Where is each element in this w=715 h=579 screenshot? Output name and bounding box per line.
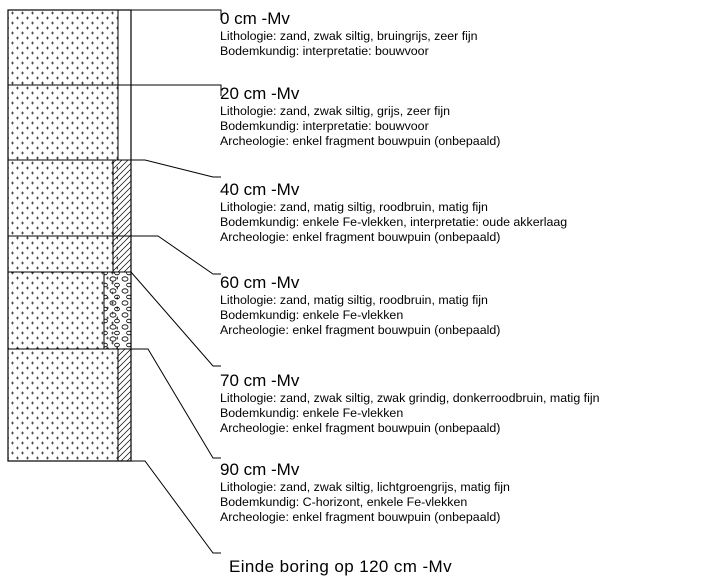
archeology-text: Archeologie: enkel fragment bouwpuin (on…: [220, 323, 501, 337]
depth-label: 40 cm -Mv: [220, 180, 300, 199]
layer-90: 90 cm -Mv Lithologie: zand, zwak siltig,…: [220, 460, 510, 525]
leader-line: [8, 271, 221, 367]
soil-text: Bodemkundig: interpretatie: bouwvoor: [220, 44, 429, 58]
soil-text: Bodemkundig: enkele Fe-vlekken: [220, 406, 404, 420]
depth-label: 90 cm -Mv: [220, 460, 300, 479]
depth-label: 0 cm -Mv: [220, 9, 290, 28]
lithology-text: Lithologie: zand, zwak siltig, lichtgroe…: [220, 480, 510, 494]
archeology-text: Archeologie: enkel fragment bouwpuin (on…: [220, 510, 501, 524]
leader-line: [8, 84, 222, 96]
leader-lines: [8, 9, 222, 554]
lithology-text: Lithologie: zand, zwak siltig, bruingrij…: [220, 29, 478, 43]
depth-label: 60 cm -Mv: [220, 273, 300, 292]
archeology-text: Archeologie: enkel fragment bouwpuin (on…: [220, 230, 501, 244]
soil-text: Bodemkundig: interpretatie: bouwvoor: [220, 119, 429, 133]
layer-40: 40 cm -Mv Lithologie: zand, matig siltig…: [220, 180, 567, 245]
soil-text: Bodemkundig: enkele Fe-vlekken: [220, 308, 404, 322]
layer-70: 70 cm -Mv Lithologie: zand, zwak siltig,…: [220, 371, 600, 436]
leader-line: [8, 348, 221, 459]
end-of-boring-label: Einde boring op 120 cm -Mv: [229, 557, 453, 576]
depth-label: 70 cm -Mv: [220, 371, 300, 390]
archeology-text: Archeologie: enkel fragment bouwpuin (on…: [220, 134, 501, 148]
gravel-column: [103, 271, 132, 350]
soil-text: Bodemkundig: enkele Fe-vlekken, interpre…: [220, 215, 568, 229]
lithology-text: Lithologie: zand, matig siltig, roodbrui…: [220, 293, 488, 307]
archeology-text: Archeologie: enkel fragment bouwpuin (on…: [220, 421, 501, 435]
layer-60: 60 cm -Mv Lithologie: zand, matig siltig…: [220, 273, 500, 338]
layer-0: 0 cm -Mv Lithologie: zand, zwak siltig, …: [220, 9, 478, 59]
lithology-text: Lithologie: zand, zwak siltig, grijs, ze…: [220, 104, 451, 118]
leader-line: [8, 159, 221, 178]
lithology-text: Lithologie: zand, matig siltig, roodbrui…: [220, 200, 488, 214]
leader-line: [8, 235, 221, 275]
layer-20: 20 cm -Mv Lithologie: zand, zwak siltig,…: [220, 84, 500, 149]
soil-text: Bodemkundig: C-horizont, enkele Fe-vlekk…: [220, 495, 468, 509]
leader-line: [8, 9, 222, 20]
lithology-text: Lithologie: zand, zwak siltig, zwak grin…: [220, 391, 600, 405]
leader-line: [8, 460, 221, 554]
depth-label: 20 cm -Mv: [220, 84, 300, 103]
